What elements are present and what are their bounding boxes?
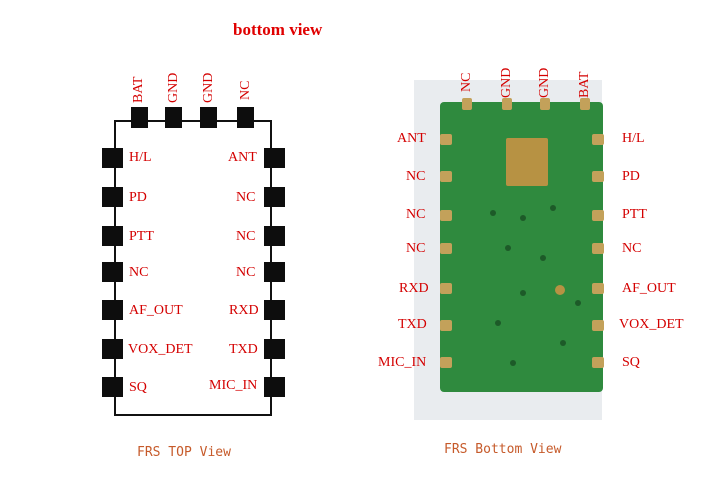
left-pin-label: ANT [397, 131, 426, 146]
top-castellation [540, 98, 550, 110]
right-pin-label: VOX_DET [619, 317, 684, 332]
left-pad [102, 262, 123, 282]
right-pin-label: TXD [229, 342, 258, 357]
left-pin-label: AF_OUT [129, 303, 183, 318]
right-pin-label: ANT [228, 150, 257, 165]
top-pad [237, 107, 254, 128]
left-castellation [440, 357, 452, 368]
right-castellation [592, 210, 604, 221]
right-pad [264, 187, 285, 207]
right-pin-label: NC [622, 241, 642, 256]
right-pad [264, 148, 285, 168]
left-pin-label: TXD [398, 317, 427, 332]
left-pin-label: MIC_IN [378, 355, 427, 370]
left-pin-label: NC [129, 265, 149, 280]
top-pad [131, 107, 148, 128]
top-view-caption: FRS TOP View [137, 445, 231, 460]
right-castellation [592, 171, 604, 182]
right-castellation [592, 320, 604, 331]
via [505, 245, 511, 251]
right-castellation [592, 283, 604, 294]
left-pad [102, 226, 123, 246]
left-pin-label: SQ [129, 380, 147, 395]
left-pin-label: NC [406, 241, 426, 256]
left-pin-label: VOX_DET [128, 342, 193, 357]
right-pin-label: PD [622, 169, 640, 184]
left-castellation [440, 210, 452, 221]
left-castellation [440, 171, 452, 182]
top-castellation [502, 98, 512, 110]
via [540, 255, 546, 261]
left-pin-label: PD [129, 190, 147, 205]
via [510, 360, 516, 366]
right-pin-label: AF_OUT [622, 281, 676, 296]
heading: bottom view [233, 20, 323, 39]
left-castellation [440, 134, 452, 145]
top-pad [200, 107, 217, 128]
top-pin-label: BAT [131, 76, 146, 103]
bottom-view-caption: FRS Bottom View [444, 442, 562, 457]
top-pad [165, 107, 182, 128]
via [495, 320, 501, 326]
left-pin-label: H/L [129, 150, 152, 165]
top-castellation [580, 98, 590, 110]
via [575, 300, 581, 306]
top-pin-label: GND [537, 67, 552, 98]
right-pin-label: PTT [622, 207, 647, 222]
left-pad [102, 339, 123, 359]
right-castellation [592, 243, 604, 254]
left-pin-label: NC [406, 169, 426, 184]
rf-shield [506, 138, 548, 186]
top-pin-label: NC [459, 72, 474, 92]
top-pin-label: NC [238, 80, 253, 100]
right-pad [264, 300, 285, 320]
top-pin-label: GND [201, 72, 216, 103]
right-castellation [592, 134, 604, 145]
via [520, 290, 526, 296]
left-pad [102, 187, 123, 207]
right-pin-label: NC [236, 265, 256, 280]
right-pin-label: H/L [622, 131, 645, 146]
via [490, 210, 496, 216]
via [520, 215, 526, 221]
via [555, 285, 565, 295]
left-pin-label: PTT [129, 229, 154, 244]
left-pin-label: NC [406, 207, 426, 222]
left-castellation [440, 243, 452, 254]
right-pad [264, 226, 285, 246]
top-castellation [462, 98, 472, 110]
left-castellation [440, 320, 452, 331]
right-pin-label: MIC_IN [209, 378, 258, 393]
right-castellation [592, 357, 604, 368]
via [550, 205, 556, 211]
right-pad [264, 377, 285, 397]
via [560, 340, 566, 346]
right-pad [264, 262, 285, 282]
top-pin-label: GND [166, 72, 181, 103]
left-pad [102, 300, 123, 320]
right-pin-label: RXD [229, 303, 259, 318]
top-pin-label: GND [499, 67, 514, 98]
top-pin-label: BAT [577, 71, 592, 98]
left-castellation [440, 283, 452, 294]
left-pad [102, 377, 123, 397]
right-pad [264, 339, 285, 359]
left-pad [102, 148, 123, 168]
right-pin-label: NC [236, 229, 256, 244]
right-pin-label: SQ [622, 355, 640, 370]
right-pin-label: NC [236, 190, 256, 205]
left-pin-label: RXD [399, 281, 429, 296]
